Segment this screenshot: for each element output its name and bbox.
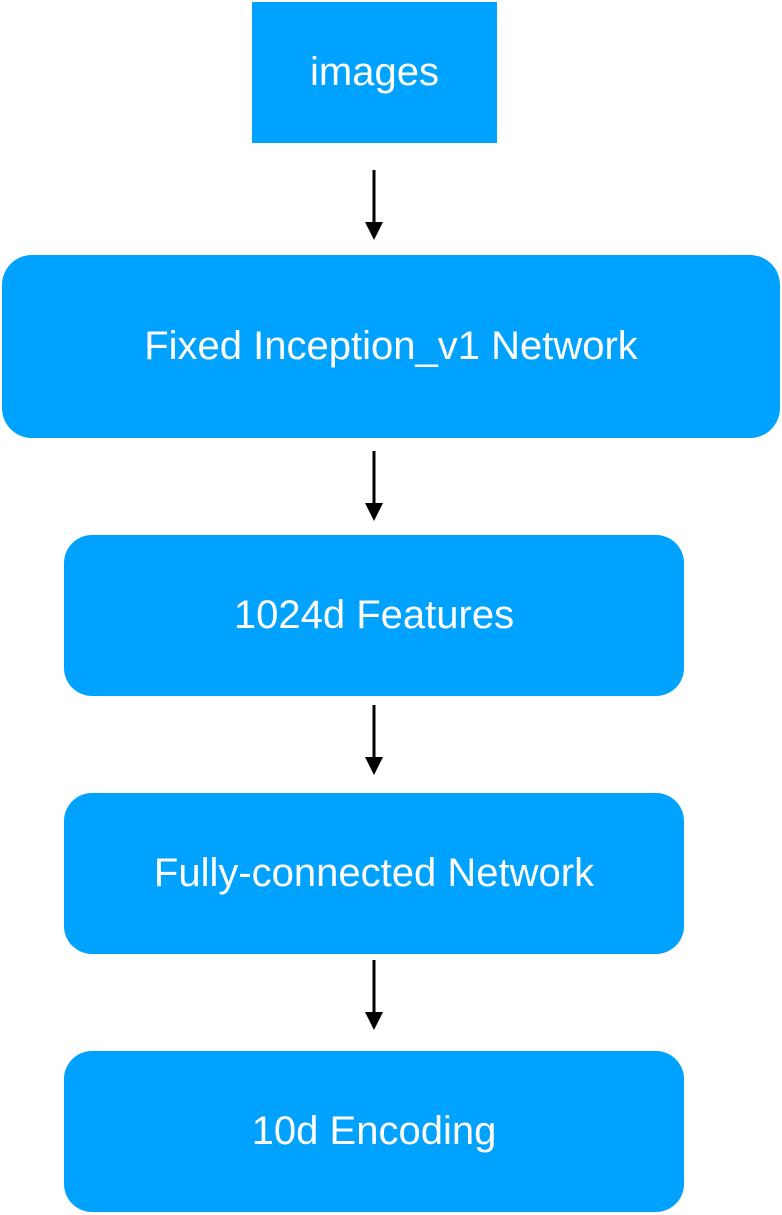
inception-network-label: Fixed Inception_v1 Network [144, 324, 638, 368]
arrow-inception-to-features [364, 451, 384, 523]
images-label: images [310, 50, 439, 94]
fully-connected-network-node: Fully-connected Network [64, 793, 684, 954]
inception-network-node: Fixed Inception_v1 Network [2, 255, 780, 438]
images-node: images [252, 2, 497, 143]
fully-connected-network-label: Fully-connected Network [153, 851, 595, 895]
features-label: 1024d Features [233, 593, 515, 637]
arrow-images-to-inception [364, 170, 384, 242]
arrow-fc-to-encoding [364, 960, 384, 1032]
arrow-features-to-fc [364, 705, 384, 777]
encoding-node: 10d Encoding [64, 1051, 684, 1212]
encoding-label: 10d Encoding [251, 1109, 497, 1153]
features-node: 1024d Features [64, 535, 684, 696]
